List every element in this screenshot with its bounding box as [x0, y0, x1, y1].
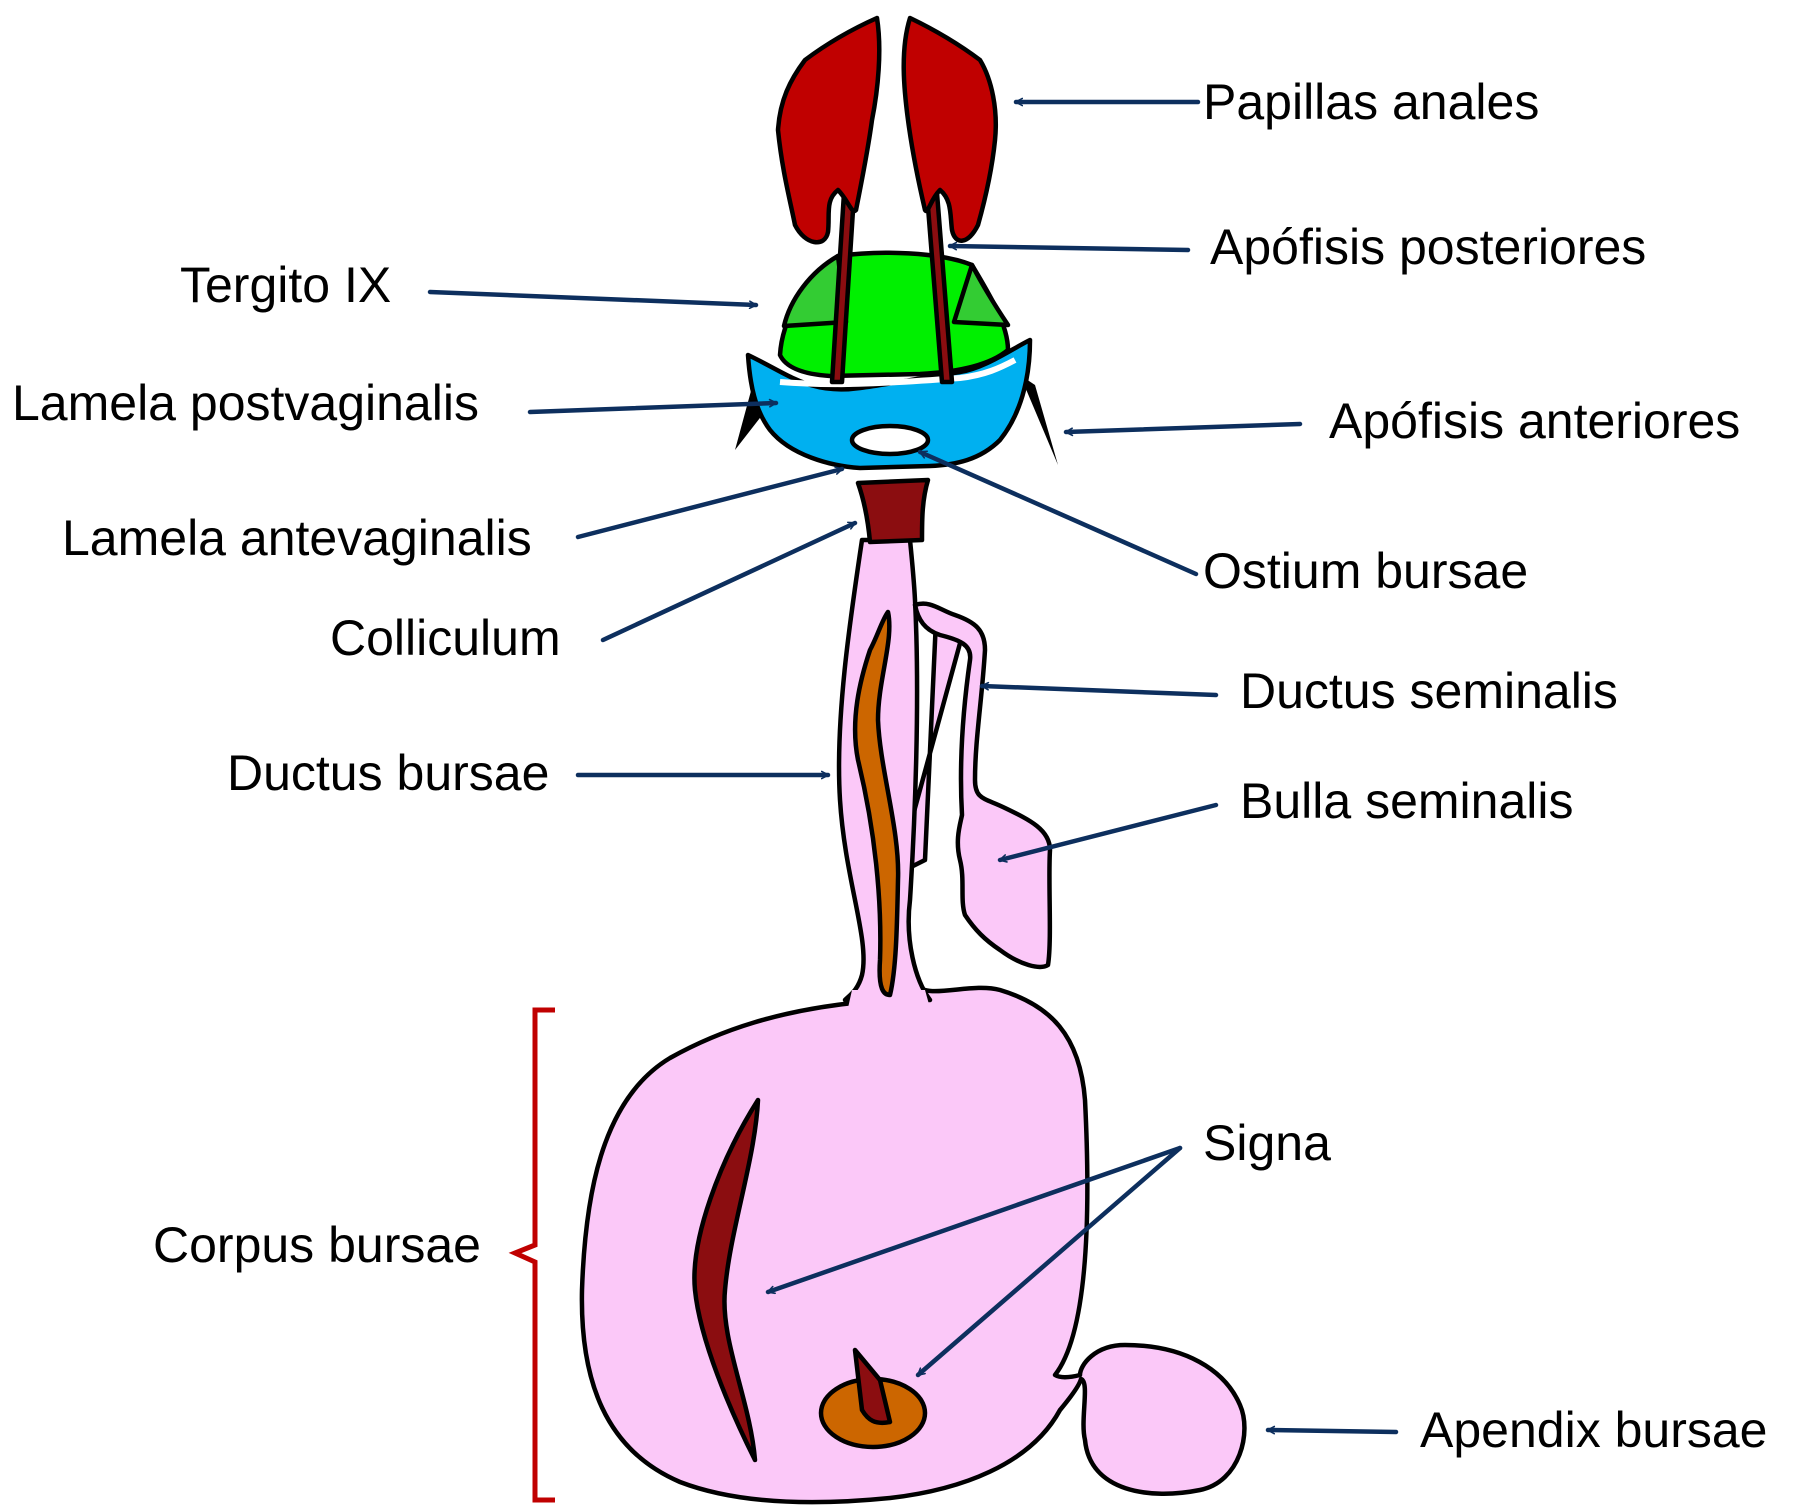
label-ostium-bursae: Ostium bursae [1203, 543, 1528, 599]
label-corpus-bursae: Corpus bursae [153, 1217, 481, 1273]
label-ductus-bursae: Ductus bursae [227, 745, 549, 801]
arrow-colliculum [603, 523, 855, 640]
label-apofisis-anteriores: Apófisis anteriores [1329, 393, 1740, 449]
colliculum [858, 480, 928, 542]
arrow-ductus-seminalis [982, 686, 1216, 695]
label-bulla-seminalis: Bulla seminalis [1240, 773, 1573, 829]
label-ductus-seminalis: Ductus seminalis [1240, 663, 1618, 719]
label-papillas-anales: Papillas anales [1203, 74, 1539, 130]
papilla-anal-right [904, 18, 996, 241]
label-colliculum: Colliculum [330, 610, 561, 666]
arrow-lamela-post [530, 403, 776, 412]
arrow-ostium [920, 452, 1196, 574]
arrow-tergito [430, 292, 756, 305]
label-apofisis-posteriores: Apófisis posteriores [1210, 219, 1646, 275]
label-signa: Signa [1203, 1115, 1331, 1171]
label-tergito-ix: Tergito IX [180, 257, 391, 313]
arrow-apofisis-posteriores [950, 246, 1188, 250]
ostium-bursae [852, 426, 928, 454]
arrow-lamela-ante [578, 469, 842, 537]
label-lamela-postvaginalis: Lamela postvaginalis [12, 375, 479, 431]
label-apendix-bursae: Apendix bursae [1420, 1402, 1767, 1458]
label-lamela-antevaginalis: Lamela antevaginalis [62, 510, 532, 566]
corpus-bracket [515, 1010, 555, 1500]
arrow-apendix [1268, 1430, 1396, 1432]
papilla-anal-left [778, 18, 879, 242]
arrow-apofisis-anteriores [1066, 424, 1300, 432]
